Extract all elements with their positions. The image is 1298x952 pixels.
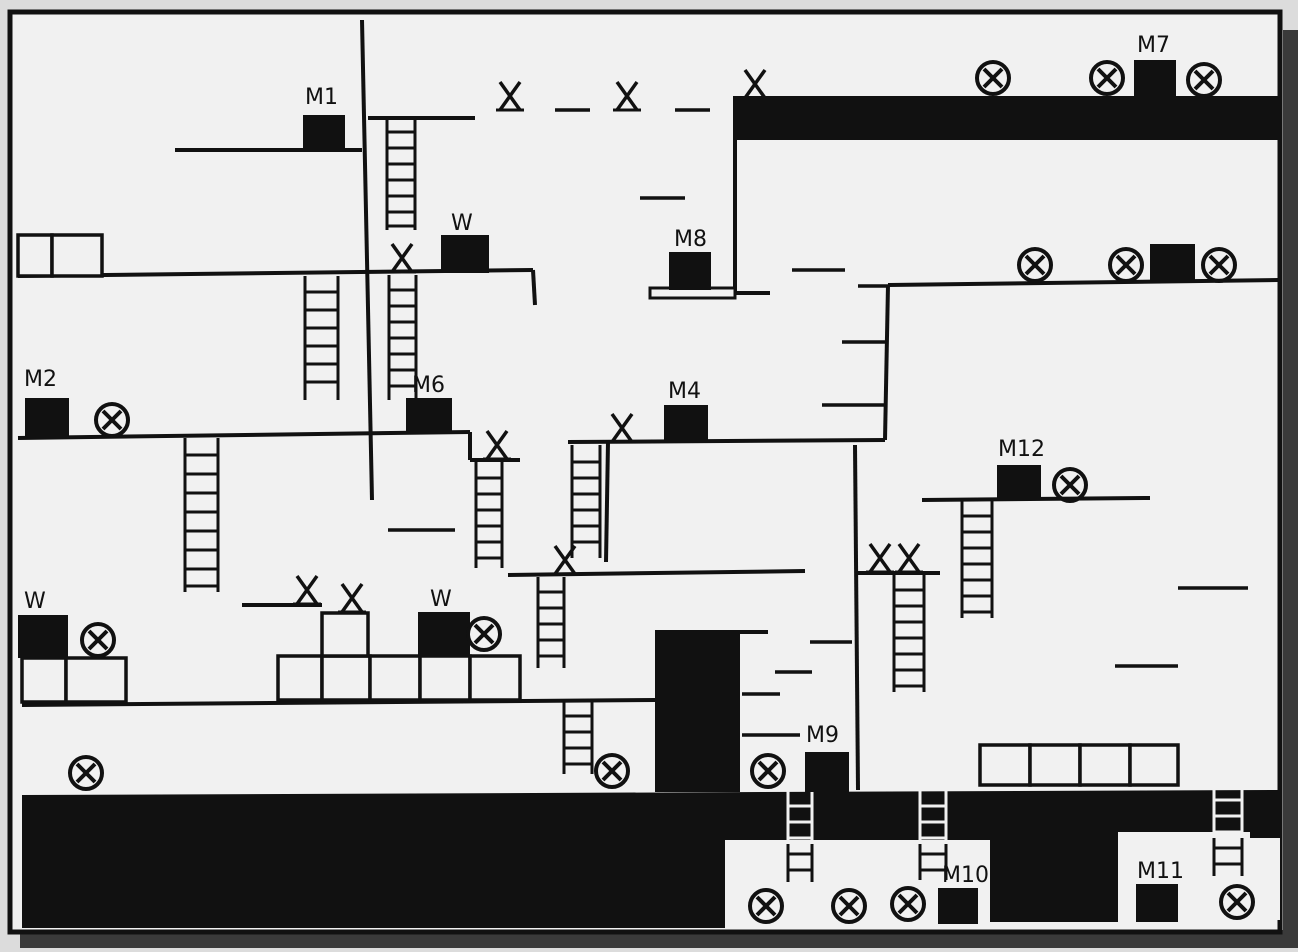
m8-block-icon <box>669 252 711 290</box>
label-m7: M7 <box>1137 33 1170 58</box>
label-m10: M10 <box>942 863 989 888</box>
label-m12: M12 <box>998 437 1045 462</box>
center-pillar <box>655 630 740 792</box>
m10-block-icon <box>938 888 978 924</box>
m7-block-icon <box>1134 60 1176 96</box>
label-w-left: W <box>24 589 46 614</box>
m9-block-icon <box>805 752 849 792</box>
label-m9: M9 <box>806 723 839 748</box>
w-top-block-icon <box>441 235 489 273</box>
label-m6: M6 <box>412 373 445 398</box>
upper-right-slab <box>733 96 1278 140</box>
ground-mass <box>22 790 1280 928</box>
label-m1: M1 <box>305 85 338 110</box>
m12-block-icon <box>997 465 1041 500</box>
label-m2: M2 <box>24 367 57 392</box>
m2-block-icon <box>25 398 69 438</box>
label-w-top: W <box>451 211 473 236</box>
m7-lower-block-icon <box>1150 244 1195 282</box>
w-left-block-icon <box>18 615 68 658</box>
m6-block-icon <box>406 398 452 434</box>
m11-block-icon <box>1136 884 1178 922</box>
label-m4: M4 <box>668 379 701 404</box>
m4-block-icon <box>664 405 708 442</box>
m1-block-icon <box>303 115 345 150</box>
label-m8: M8 <box>674 227 707 252</box>
label-w-mid: W <box>430 587 452 612</box>
label-m11: M11 <box>1137 859 1184 884</box>
shadow-right <box>1283 30 1298 948</box>
w-mid-block-icon <box>418 612 470 656</box>
